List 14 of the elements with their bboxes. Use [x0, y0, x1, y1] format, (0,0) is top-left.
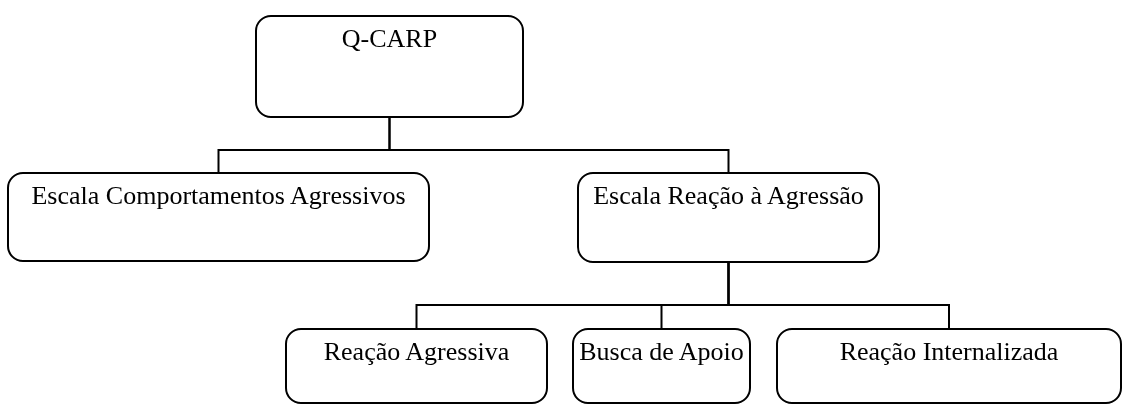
rounded-box	[776, 328, 1122, 404]
node-label: Escala Reação à Agressão	[593, 180, 864, 212]
node-label: Escala Comportamentos Agressivos	[31, 180, 406, 212]
node-label: Busca de Apoio	[579, 336, 744, 368]
node-label: Reação Agressiva	[323, 336, 510, 368]
rounded-box	[572, 328, 751, 404]
rounded-box	[577, 172, 880, 263]
rounded-box	[255, 15, 524, 118]
rounded-box	[7, 172, 430, 262]
node-label: Reação Internalizada	[839, 336, 1059, 368]
connector-line	[388, 117, 730, 173]
rounded-box	[285, 328, 548, 404]
node-label: Q-CARP	[341, 23, 438, 55]
connector-line	[727, 262, 950, 329]
